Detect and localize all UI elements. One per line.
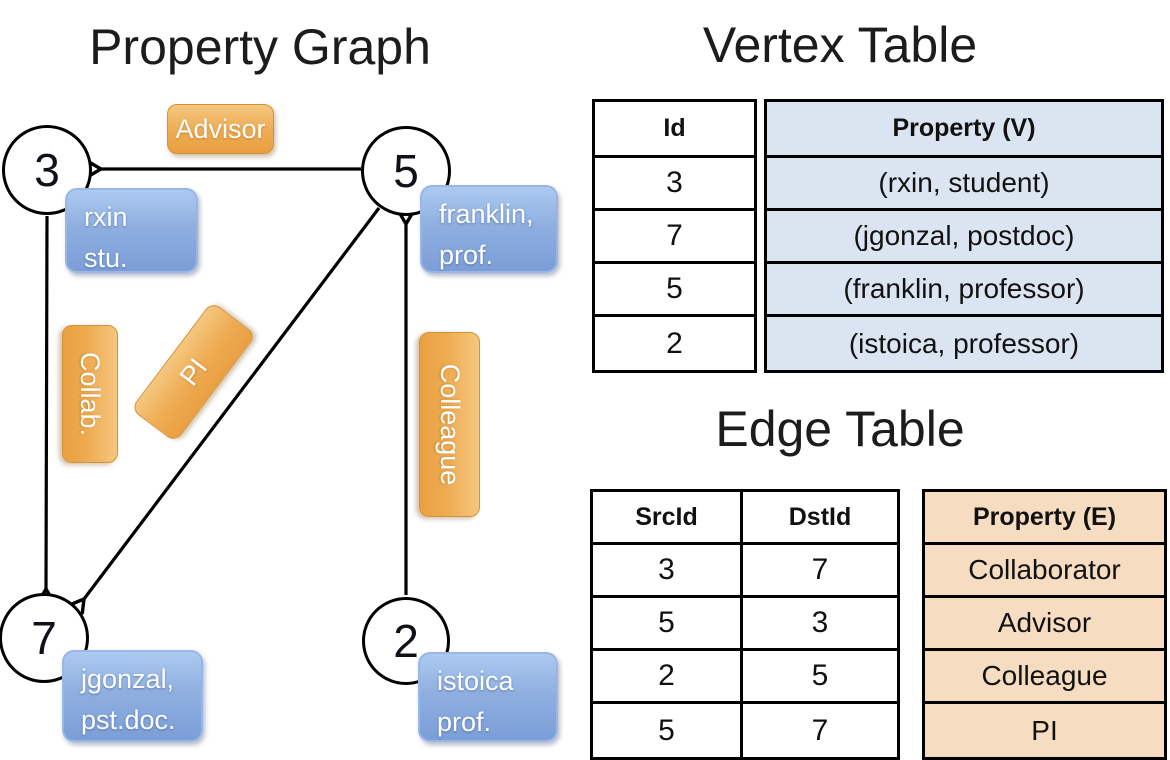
vertex-table-property-column: Property (V) (rxin, student) (jgonzal, p…	[764, 99, 1164, 373]
table-row: (rxin, student)	[767, 158, 1161, 211]
vertex-property-cell: (jgonzal, postdoc)	[853, 220, 1075, 251]
vertex-table-header-id: Id	[663, 114, 686, 142]
table-row: 5	[595, 264, 754, 317]
table-row: 3 7	[593, 545, 897, 598]
graph-node-2: 2	[362, 597, 450, 685]
property-graph-title: Property Graph	[89, 19, 431, 75]
edge-lines	[37, 160, 415, 615]
node-property-line: stu.	[84, 243, 128, 273]
node-5-id: 5	[393, 145, 419, 197]
table-row: 5 7	[593, 704, 897, 757]
node-property-jgonzal: jgonzal, pst.doc.	[62, 650, 203, 742]
node-3-id: 3	[34, 144, 60, 196]
table-row: Colleague	[925, 651, 1164, 704]
edge-srcid-cell: 5	[658, 606, 675, 639]
vertex-id-cell: 7	[666, 219, 683, 252]
edge-dstid-cell: 7	[740, 545, 897, 595]
edge-property-cell: Colleague	[981, 660, 1108, 691]
node-7-id: 7	[31, 612, 57, 664]
edge-dstid-cell: 3	[740, 598, 897, 648]
node-property-line: prof.	[439, 240, 494, 270]
edge-table-title: Edge Table	[715, 401, 965, 457]
node-property-istoica: istoica prof.	[418, 652, 558, 742]
edge-table-header-property: Property (E)	[972, 502, 1117, 531]
node-property-line: jgonzal,	[81, 664, 175, 694]
table-row: PI	[925, 704, 1164, 757]
edge-dstid-cell: 7	[740, 704, 897, 757]
node-property-franklin: franklin, prof.	[420, 185, 558, 273]
vertex-property-cell: (rxin, student)	[878, 167, 1050, 198]
node-property-line: prof.	[437, 707, 492, 737]
node-property-line: istoica	[437, 666, 514, 696]
table-row: 2	[595, 317, 754, 370]
edge-srcid-cell: 5	[658, 713, 675, 747]
vertex-property-cell: (istoica, professor)	[848, 327, 1080, 359]
table-row: 2 5	[593, 651, 897, 704]
edge-property-cell: Advisor	[997, 607, 1092, 638]
vertex-table-title: Vertex Table	[702, 17, 978, 73]
node-property-line: rxin	[84, 202, 128, 232]
vertex-id-cell: 2	[666, 326, 683, 360]
edge-table-header-dstid: DstId	[740, 492, 897, 542]
table-row: 7	[595, 211, 754, 264]
table-row: (franklin, professor)	[767, 264, 1161, 317]
vertex-table-header-property: Property (V)	[892, 114, 1036, 142]
edge-table-property-column: Property (E) Collaborator Advisor Collea…	[922, 489, 1167, 760]
edge-line-pi-5-7	[69, 207, 381, 615]
node-property-line: pst.doc.	[81, 705, 176, 735]
vertex-property-cell: (franklin, professor)	[843, 273, 1085, 304]
edge-srcid-cell: 3	[658, 553, 675, 586]
table-row: Advisor	[925, 598, 1164, 651]
edge-line-collab-3-7	[37, 215, 55, 603]
edge-srcid-cell: 2	[658, 659, 675, 692]
edge-property-cell: PI	[1031, 714, 1058, 746]
node-property-rxin: rxin stu.	[65, 188, 198, 273]
node-property-line: franklin,	[439, 199, 534, 229]
table-row: (istoica, professor)	[767, 317, 1161, 370]
vertex-id-cell: 3	[666, 166, 683, 199]
edge-table-header-srcid: SrcId	[635, 502, 698, 531]
vertex-id-cell: 5	[666, 272, 683, 305]
edge-table-id-columns: SrcId DstId 3 7 5 3 2 5 5 7	[590, 489, 900, 760]
table-row: 3	[595, 158, 754, 211]
table-row: (jgonzal, postdoc)	[767, 211, 1161, 264]
edge-label-colleague: Colleague	[419, 332, 480, 517]
edge-label-collab: Collab.	[62, 325, 118, 463]
table-row: 5 3	[593, 598, 897, 651]
table-row: Collaborator	[925, 545, 1164, 598]
node-2-id: 2	[393, 615, 419, 667]
edge-label-advisor: Advisor	[167, 104, 274, 154]
vertex-table-id-column: Id 3 7 5 2	[592, 99, 757, 373]
edge-property-cell: Collaborator	[968, 554, 1121, 585]
edge-dstid-cell: 5	[740, 651, 897, 701]
